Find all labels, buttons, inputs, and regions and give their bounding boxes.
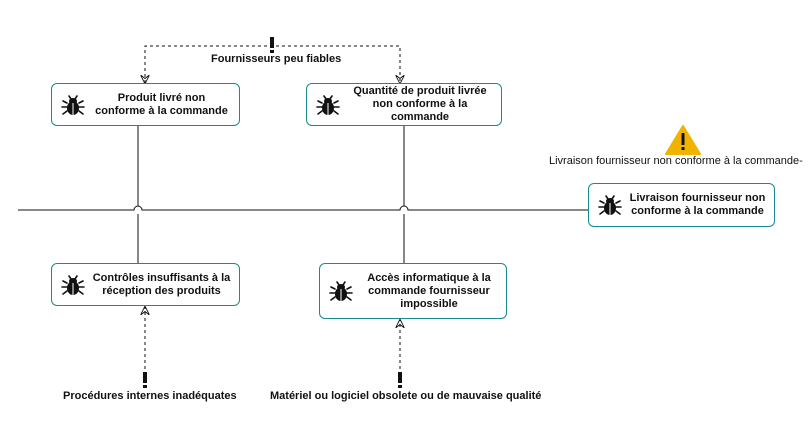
cause-label: Accès informatique à la commande fournis…	[367, 271, 491, 310]
spine-line	[18, 205, 588, 211]
root-cause-label: Matériel ou logiciel obsolete ou de mauv…	[270, 390, 542, 402]
warning-triangle-icon	[665, 125, 701, 155]
cause-node-3[interactable]: Contrôles insuffisants à la réception de…	[51, 263, 240, 306]
exclamation-icon	[398, 372, 402, 388]
cause-label: Produit livré non conforme à la commande	[95, 91, 228, 117]
cause-node-2[interactable]: Quantité de produit livrée non conforme …	[306, 83, 502, 126]
cause-label: Contrôles insuffisants à la réception de…	[92, 271, 231, 297]
effect-annotation: Livraison fournisseur non conforme à la …	[549, 155, 803, 167]
bug-icon	[61, 274, 85, 295]
exclamation-icon	[143, 372, 147, 388]
cause-node-1[interactable]: Produit livré non conforme à la commande	[51, 83, 240, 126]
bug-icon	[329, 281, 353, 301]
exclamation-icon	[270, 37, 274, 53]
bug-icon	[61, 94, 85, 115]
bug-icon	[598, 195, 622, 215]
root-cause-label: Procédures internes inadéquates	[63, 390, 237, 402]
effect-node[interactable]: Livraison fournisseur non conforme à la …	[588, 183, 775, 227]
cause-node-4[interactable]: Accès informatique à la commande fournis…	[319, 263, 507, 319]
bug-icon	[316, 94, 340, 115]
root-cause-label: Fournisseurs peu fiables	[211, 53, 342, 65]
effect-label: Livraison fournisseur non conforme à la …	[629, 192, 766, 217]
cause-label: Quantité de produit livrée non conforme …	[353, 85, 487, 123]
